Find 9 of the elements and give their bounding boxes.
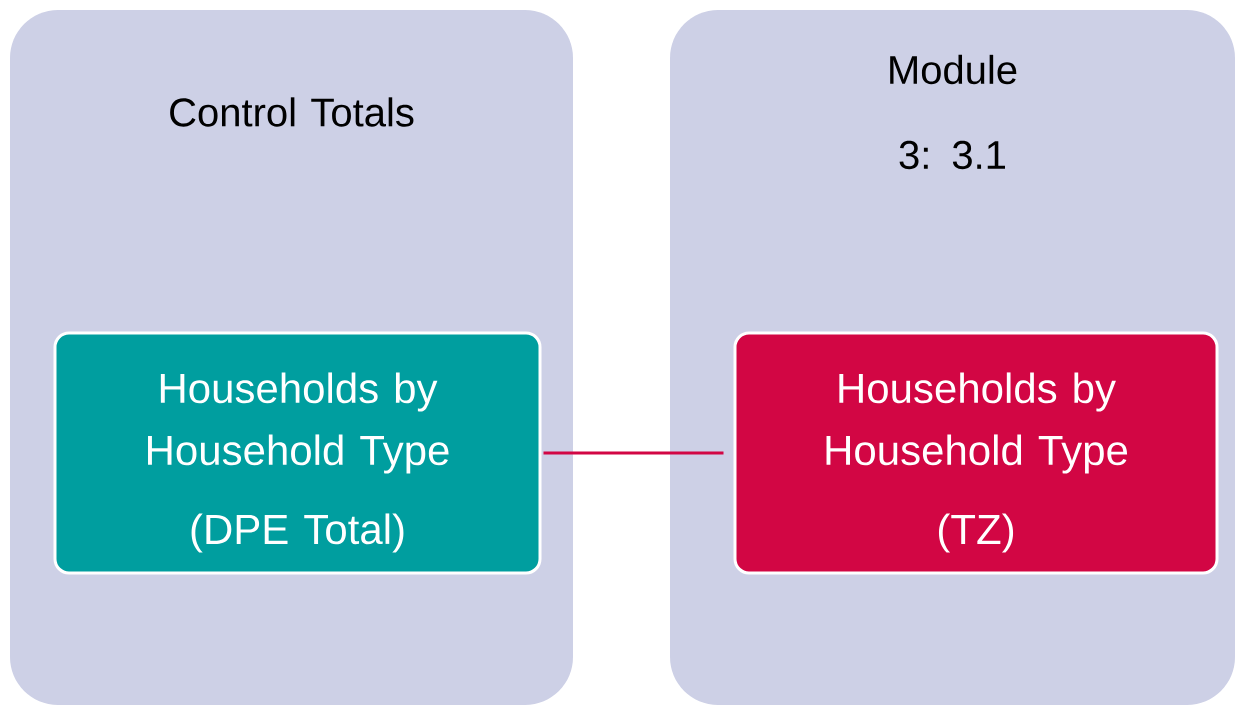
box-label: Households by Household Type <box>826 372 1128 474</box>
connector-line <box>543 451 724 455</box>
box-label: (DPE Total) <box>191 513 404 553</box>
process-box <box>53 331 542 575</box>
panel-heading: Control Totals <box>170 97 414 127</box>
process-box <box>733 331 1219 575</box>
panel-heading: Module 3: 3.1 <box>890 54 1017 170</box>
box-label: (TZ) <box>938 513 1014 553</box>
box-label: Households by Household Type <box>148 372 449 474</box>
